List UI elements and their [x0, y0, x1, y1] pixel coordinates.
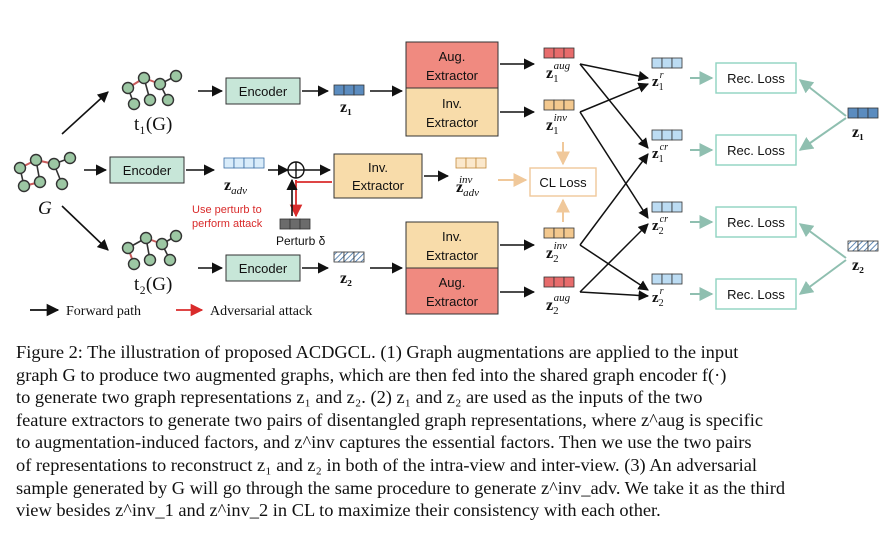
vector-z1-target: [847, 107, 879, 119]
label-z1-aug: z1aug: [546, 60, 571, 85]
inv-extractor-bottom: Inv. Extractor: [405, 221, 499, 269]
label-perturb: Perturb δ: [276, 234, 326, 248]
label-z1-cr: z1cr: [652, 142, 668, 165]
legend-adversarial: Adversarial attack: [210, 304, 312, 319]
label-z2-inv: z2inv: [546, 240, 567, 265]
caption-line-8: view besides z^inv_1 and z^inv_2 in CL t…: [16, 500, 661, 521]
svg-text:Rec. Loss: Rec. Loss: [727, 143, 785, 158]
encoder-bottom: Encoder: [225, 254, 301, 282]
label-z1-r: z1r: [652, 70, 664, 93]
svg-text:Extractor: Extractor: [426, 294, 479, 309]
vector-z1-aug: [543, 47, 575, 59]
caption-line-7: sample generated by G will go through th…: [16, 477, 786, 498]
svg-text:Rec. Loss: Rec. Loss: [727, 71, 785, 86]
vector-perturb: [279, 218, 311, 230]
caption-line-2: graph G to produce two augmented graphs,…: [16, 364, 727, 385]
vector-z2-inv: [543, 227, 575, 239]
inv-extractor-top: Inv. Extractor: [405, 87, 499, 137]
legend: Forward path Adversarial attack: [30, 303, 312, 319]
label-z2-target: z₂: [852, 257, 864, 274]
svg-text:Rec. Loss: Rec. Loss: [727, 215, 785, 230]
vector-z1-inv: [543, 99, 575, 111]
label-z2-aug: z2aug: [546, 292, 571, 317]
vector-z1: [333, 84, 365, 96]
inv-extractor-adv: Inv. Extractor: [333, 153, 423, 199]
svg-text:Extractor: Extractor: [426, 248, 479, 263]
caption-line-5: to augmentation-induced factors, and z^i…: [16, 432, 752, 453]
method-diagram: t₁(G) G t₂(G) Encoder Encoder Encoder z₁…: [13, 41, 879, 319]
aug-extractor-top: Aug. Extractor: [405, 41, 499, 89]
svg-text:Encoder: Encoder: [239, 84, 288, 99]
attack-note-line1: Use perturb to: [192, 204, 262, 216]
label-z1-target: z₁: [852, 124, 864, 141]
svg-text:Inv.: Inv.: [442, 96, 462, 111]
cl-loss-box: CL Loss: [529, 167, 597, 197]
label-zadv-inv: zadvinv: [456, 174, 479, 199]
recloss-input-arrows: [690, 71, 714, 301]
label-zadv: zadv: [224, 177, 247, 197]
caption-line-4: feature extractors to generate two pairs…: [16, 409, 764, 430]
legend-forward: Forward path: [66, 304, 141, 319]
label-z2-r: z2r: [652, 286, 664, 309]
svg-text:Inv.: Inv.: [368, 160, 388, 175]
caption-line-1: Figure 2: The illustration of proposed A…: [16, 342, 739, 362]
rec-loss-box-2: Rec. Loss: [715, 134, 797, 166]
reconstruction-arrows: [579, 63, 650, 301]
recloss-target-arrows: [798, 79, 847, 295]
svg-text:Extractor: Extractor: [426, 68, 479, 83]
label-z1: z₁: [340, 99, 352, 116]
encoder-top: Encoder: [225, 77, 301, 105]
svg-text:Aug.: Aug.: [439, 49, 466, 64]
svg-text:Encoder: Encoder: [239, 261, 288, 276]
rec-loss-box-4: Rec. Loss: [715, 278, 797, 310]
vector-z1-cr: [651, 129, 683, 141]
label-z2: z₂: [340, 270, 352, 287]
graph-icon-t1: [121, 69, 183, 111]
vector-z2-r: [651, 273, 683, 285]
rec-loss-box-3: Rec. Loss: [715, 206, 797, 238]
aug-extractor-bottom: Aug. Extractor: [405, 267, 499, 315]
svg-text:Extractor: Extractor: [426, 115, 479, 130]
vector-zadv: [223, 157, 265, 169]
label-z2-cr: z2cr: [652, 214, 668, 237]
vector-z2-target: [847, 240, 879, 252]
svg-text:Extractor: Extractor: [352, 178, 405, 193]
vector-z2-aug: [543, 276, 575, 288]
label-G: G: [38, 198, 52, 219]
vector-zadv-inv: [455, 157, 487, 169]
vector-z1-r: [651, 57, 683, 69]
rec-loss-box-1: Rec. Loss: [715, 62, 797, 94]
arrow-G-t2: [61, 205, 109, 251]
label-t2G: t₂(G): [134, 274, 172, 295]
svg-text:CL Loss: CL Loss: [539, 175, 587, 190]
caption-line-6: of representations to reconstruct z₁ and…: [16, 454, 758, 475]
arrow-attack-red: [295, 180, 332, 183]
arrow-G-t1: [61, 91, 109, 135]
graph-icon-t2: [121, 229, 183, 271]
plus-operator: [287, 161, 305, 179]
vector-z2-cr: [651, 201, 683, 213]
label-z1-inv: z1inv: [546, 112, 567, 137]
graph-icon-G: [13, 151, 77, 193]
vector-z2: [333, 251, 365, 263]
svg-text:Encoder: Encoder: [123, 163, 172, 178]
label-t1G: t₁(G): [134, 114, 172, 135]
attack-note-line2: perform attack: [192, 218, 263, 230]
caption-line-3: to generate two graph representations z₁…: [16, 387, 703, 408]
svg-text:Aug.: Aug.: [439, 275, 466, 290]
figure-caption: Figure 2: The illustration of proposed A…: [16, 341, 882, 522]
encoder-middle: Encoder: [109, 156, 185, 184]
svg-text:Inv.: Inv.: [442, 229, 462, 244]
svg-text:Rec. Loss: Rec. Loss: [727, 287, 785, 302]
